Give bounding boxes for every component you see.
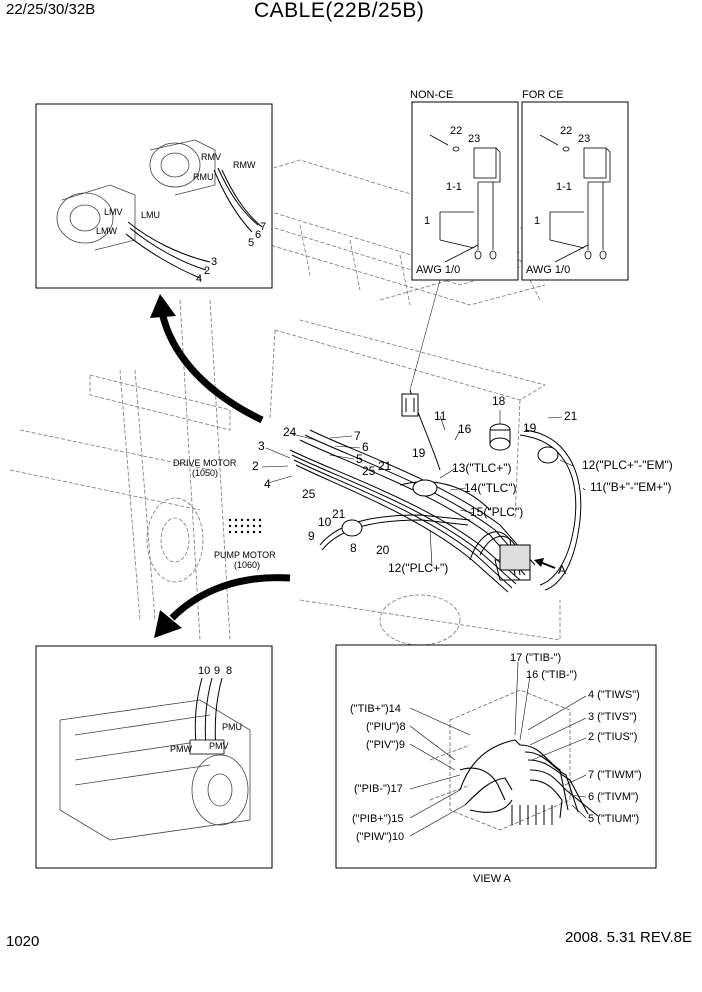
callout-tlc: 14("TLC") bbox=[464, 481, 517, 495]
view-a-piu: ("PIU")8 bbox=[366, 721, 406, 733]
page-title: CABLE(22B/25B) bbox=[254, 0, 425, 22]
num-4: 4 bbox=[196, 273, 202, 285]
for-ce-awg: AWG 1/0 bbox=[526, 264, 570, 276]
arrow-to-pump-detail bbox=[154, 574, 291, 638]
view-a-tiws: 4 ("TIWS") bbox=[588, 689, 640, 701]
arrow-to-drive-detail bbox=[150, 294, 264, 424]
callout-21b: 21 bbox=[564, 409, 578, 423]
for-ce-22: 22 bbox=[560, 125, 572, 137]
page-number: 1020 bbox=[6, 933, 40, 950]
view-a-pib-plus: ("PIB+")15 bbox=[352, 813, 404, 825]
callout-9: 9 bbox=[308, 529, 315, 543]
callout-tlc-plus: 13("TLC+") bbox=[452, 461, 512, 475]
view-a-tiwm: 7 ("TIWM") bbox=[588, 769, 642, 781]
grille bbox=[228, 518, 262, 534]
model-code: 22/25/30/32B bbox=[6, 1, 96, 18]
for-ce-panel: FOR CE 22 23 1-1 1 AWG 1/0 bbox=[521, 89, 629, 281]
view-a-arrow bbox=[534, 558, 556, 569]
non-ce-23: 23 bbox=[468, 133, 480, 145]
num-6: 6 bbox=[255, 229, 261, 241]
view-a-tivs: 3 ("TIVS") bbox=[588, 711, 637, 723]
callout-7: 7 bbox=[354, 429, 361, 443]
view-a-tium: 5 ("TIUM") bbox=[588, 813, 639, 825]
connector-18 bbox=[489, 423, 511, 451]
view-a-tib-plus: ("TIB+")14 bbox=[350, 703, 401, 715]
for-ce-23: 23 bbox=[578, 133, 590, 145]
drive-motor-detail: RMV RMW RMU LMV LMU LMW 7 6 5 3 2 4 bbox=[35, 103, 273, 289]
view-a-tib-minus-17: 17 ("TIB-") bbox=[510, 652, 561, 664]
clamp-19 bbox=[341, 446, 559, 537]
label-lmw: LMW bbox=[96, 226, 118, 236]
pump-motor-number: (1060) bbox=[234, 560, 260, 570]
panel-leader bbox=[409, 279, 441, 391]
callout-18: 18 bbox=[492, 394, 506, 408]
num-5: 5 bbox=[248, 237, 254, 249]
callout-2: 2 bbox=[252, 459, 259, 473]
callout-plc: 15("PLC") bbox=[470, 505, 523, 519]
non-ce-title: NON-CE bbox=[410, 89, 453, 101]
label-rmu: RMU bbox=[193, 172, 214, 182]
label-lmv: LMV bbox=[104, 207, 123, 217]
label-lmu: LMU bbox=[141, 210, 160, 220]
callout-3: 3 bbox=[258, 439, 265, 453]
drive-motor-number: (1050) bbox=[192, 468, 218, 478]
view-a-pib-minus: ("PIB-")17 bbox=[354, 783, 403, 795]
view-a-marker: A bbox=[558, 563, 566, 577]
view-a-caption: VIEW A bbox=[473, 873, 512, 885]
for-ce-1: 1 bbox=[534, 215, 540, 227]
label-rmv: RMV bbox=[201, 152, 221, 162]
non-ce-awg: AWG 1/0 bbox=[416, 264, 460, 276]
revision-date: 2008. 5.31 REV.8E bbox=[564, 929, 692, 946]
callout-b-em: 11("B+"-"EM+") bbox=[590, 480, 672, 494]
non-ce-22: 22 bbox=[450, 125, 462, 137]
view-a-leaders bbox=[409, 661, 587, 837]
terminal-bundle bbox=[469, 531, 531, 581]
callout-10: 10 bbox=[318, 515, 332, 529]
for-ce-title: FOR CE bbox=[522, 89, 564, 101]
callout-plc-plus: 12("PLC+") bbox=[388, 561, 448, 575]
callout-11: 11 bbox=[434, 409, 447, 423]
main-leaders bbox=[261, 410, 586, 567]
callout-19b: 19 bbox=[523, 421, 537, 435]
callout-25b: 25 bbox=[302, 487, 316, 501]
pump-motor-detail: 10 9 8 PMU PMW PMV bbox=[35, 645, 273, 869]
num-3: 3 bbox=[211, 256, 217, 268]
view-a-tius: 2 ("TIUS") bbox=[588, 731, 637, 743]
view-a-piv: ("PIV")9 bbox=[366, 739, 405, 751]
callout-8: 8 bbox=[350, 541, 357, 555]
callout-5: 5 bbox=[356, 452, 363, 466]
pump-num-9: 9 bbox=[214, 665, 220, 677]
callout-plc-em: 12("PLC+"-"EM") bbox=[582, 458, 673, 472]
num-7: 7 bbox=[260, 221, 266, 233]
view-a-tib-minus-16: 16 ("TIB-") bbox=[526, 669, 577, 681]
non-ce-1-1: 1-1 bbox=[446, 181, 462, 193]
non-ce-panel: NON-CE 22 23 1-1 1 AWG 1/0 bbox=[410, 89, 519, 281]
view-a-piw: ("PIW")10 bbox=[356, 831, 404, 843]
drive-motor-label: DRIVE MOTOR bbox=[173, 458, 237, 468]
callout-6: 6 bbox=[362, 440, 369, 454]
for-ce-1-1: 1-1 bbox=[556, 181, 572, 193]
pump-num-10: 10 bbox=[198, 665, 210, 677]
pump-motor-label: PUMP MOTOR bbox=[214, 550, 276, 560]
callout-21a: 21 bbox=[378, 459, 392, 473]
label-pmw: PMW bbox=[170, 744, 193, 754]
view-a-detail: ("TIB+")14 ("PIU")8 ("PIV")9 ("PIB-")17 … bbox=[335, 644, 657, 885]
battery-plug bbox=[401, 393, 419, 417]
callout-4: 4 bbox=[264, 477, 271, 491]
callout-16: 16 bbox=[458, 422, 472, 436]
callout-19a: 19 bbox=[412, 446, 426, 460]
callout-21c: 21 bbox=[332, 507, 346, 521]
label-rmw: RMW bbox=[233, 160, 256, 170]
label-pmv: PMV bbox=[209, 741, 229, 751]
callout-25a: 25 bbox=[362, 464, 376, 478]
label-pmu: PMU bbox=[222, 722, 242, 732]
callout-24: 24 bbox=[283, 425, 297, 439]
view-a-tivm: 6 ("TIVM") bbox=[588, 791, 639, 803]
num-2: 2 bbox=[204, 265, 210, 277]
pump-num-8: 8 bbox=[226, 665, 232, 677]
non-ce-1: 1 bbox=[424, 215, 430, 227]
callout-20: 20 bbox=[376, 543, 390, 557]
